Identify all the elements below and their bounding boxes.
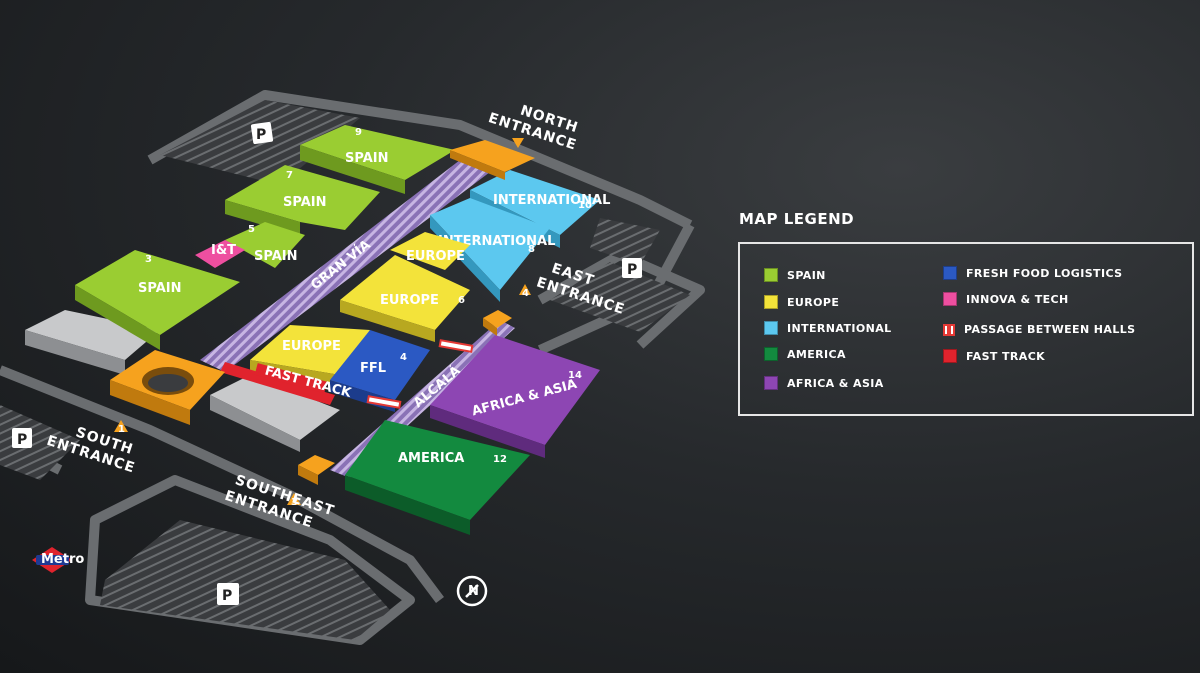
parking-north-label: P [256,127,266,143]
hall-4-number: 4 [400,352,407,363]
legend-item-fresh-food-logistics: FRESH FOOD LOGISTICS [943,266,1122,280]
legend-item-label: AFRICA & ASIA [787,376,884,390]
hall-7-number: 7 [286,170,293,181]
legend-item-label: SPAIN [787,268,826,282]
legend-item-label: FAST TRACK [966,349,1046,363]
legend-item-label: FRESH FOOD LOGISTICS [966,266,1123,280]
hall-5-label: SPAIN [254,249,297,264]
international-swatch [764,321,778,335]
legend-item-international: INTERNATIONAL [764,321,892,335]
parking-north-icon [250,121,274,145]
hall-9-number: 9 [355,127,362,138]
hall-5-number: 5 [248,224,255,235]
legend-item-america: AMERICA [764,347,846,361]
legend-item-europe: EUROPE [764,295,839,309]
gran-via-walkway [200,160,490,372]
south-entrance-building [110,350,225,425]
europe-hall-c-label: EUROPE [282,339,341,354]
southeast-entrance-building [298,455,335,485]
legend-item-label: INNOVA & TECH [966,292,1069,306]
passage-icon [943,323,955,336]
south-entrance-marker [114,420,128,432]
europe-hall-a-label: EUROPE [406,249,465,264]
legend-item-passage: PASSAGE BETWEEN HALLS [943,323,1135,336]
hall-6-number: 6 [458,295,465,306]
parking-lot-north: P [160,100,360,185]
east-entrance-number: 4 [522,288,529,299]
south-entrance-number: 1 [118,424,125,435]
parking-southwest-icon [12,428,32,448]
north-entrance-marker [512,138,524,148]
europe-swatch [764,295,778,309]
innova-swatch [943,292,957,306]
hall-3-label: SPAIN [138,281,181,296]
parking-east-label: P [627,262,637,278]
parking-lot-east: P [550,218,690,332]
parking-southwest-label: P [17,432,27,448]
europe-hall-a[interactable]: EUROPE [390,232,470,270]
metro-label: Metro [41,552,84,567]
legend-item-spain: SPAIN [764,268,826,282]
fast-track-swatch [943,349,957,363]
legend-box: SPAIN EUROPE INTERNATIONAL AMERICA AFRIC… [738,242,1194,416]
innova-tech-block[interactable]: I&T [195,240,245,268]
parking-lot-south: P [100,520,390,640]
passage-markers [366,339,474,409]
innova-tech-label: I&T [211,243,236,258]
southeast-entrance-marker [287,493,301,505]
hall-7-label: SPAIN [283,195,326,210]
hall-4-label: FFL [360,361,386,376]
passage-icon [438,339,474,353]
legend-item-label: EUROPE [787,295,840,309]
hall-6-label: EUROPE [380,293,439,308]
southeast-entrance-label: SOUTHEAST ENTRANCE [223,472,337,531]
hall-7[interactable]: SPAIN 7 [225,165,380,236]
north-entrance-building [450,140,535,180]
africa-asia-swatch [764,376,778,390]
hall-3[interactable]: SPAIN 3 [75,250,240,350]
parking-south-label: P [222,588,232,604]
legend-item-africa-asia: AFRICA & ASIA [764,376,884,390]
legend-item-label: INTERNATIONAL [787,321,892,335]
hall-10-label: INTERNATIONAL [493,193,610,208]
southeast-entrance-number: 3 [291,497,298,508]
legend-title: MAP LEGEND [739,210,855,228]
service-buildings [25,310,340,452]
east-entrance-building [483,310,512,336]
parking-lot-southwest: P [0,405,80,480]
europe-hall-c[interactable]: EUROPE [250,325,370,386]
legend-item-innova-tech: INNOVA & TECH [943,292,1069,306]
parking-south-icon [217,583,239,605]
hall-12-label: AMERICA [398,451,464,466]
hall-9-label: SPAIN [345,151,388,166]
legend-item-label: AMERICA [787,347,846,361]
hall-14-number: 14 [568,370,582,381]
ffl-swatch [943,266,957,280]
compass-label: N [468,584,479,599]
hall-12-number: 12 [493,454,507,465]
legend-item-label: PASSAGE BETWEEN HALLS [964,323,1136,336]
hall-10-number: 10 [578,200,592,211]
spain-swatch [764,268,778,282]
hall-6[interactable]: EUROPE 6 [340,255,470,342]
east-entrance-marker [519,284,531,295]
legend-item-fast-track: FAST TRACK [943,349,1045,363]
parking-east-icon [622,258,642,278]
passage-icon [366,395,402,409]
hall-3-number: 3 [145,254,152,265]
hall-9[interactable]: SPAIN 9 [300,125,455,194]
hall-8-number: 8 [528,244,535,255]
compass-icon: N [456,575,488,607]
hall-5[interactable]: SPAIN 5 [225,222,305,268]
america-swatch [764,347,778,361]
hall-12[interactable]: AMERICA 12 [345,420,530,535]
entrance-markers: 4 1 3 [114,138,531,508]
metro-icon: Metro [32,547,84,573]
hall-14[interactable]: AFRICA & ASIA 14 [430,335,600,458]
